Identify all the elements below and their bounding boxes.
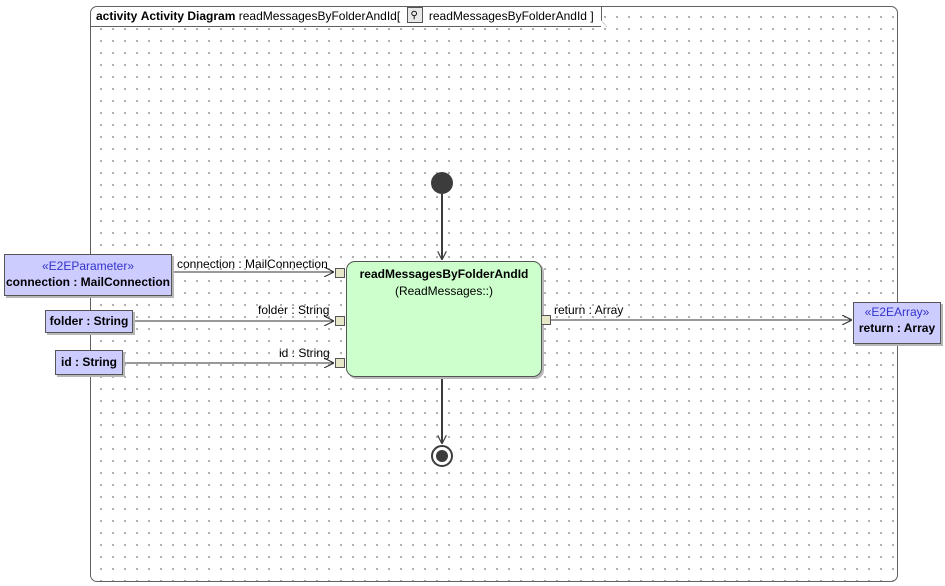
frame-element-name: readMessagesByFolderAndId bbox=[428, 9, 587, 23]
activity-final-node[interactable] bbox=[431, 445, 453, 467]
frame-type: Activity Diagram bbox=[140, 9, 236, 23]
stereotype-label: «E2EArray» bbox=[864, 305, 930, 319]
parameter-name: connection : MailConnection bbox=[6, 275, 170, 289]
frame-open-bracket: [ bbox=[396, 9, 401, 23]
frame-kind: activity bbox=[96, 9, 138, 23]
output-pin-return[interactable] bbox=[541, 315, 551, 325]
parameter-name: id : String bbox=[61, 355, 117, 369]
action-name: readMessagesByFolderAndId bbox=[359, 267, 529, 281]
frame-header: activity Activity Diagram readMessagesBy… bbox=[91, 7, 607, 27]
parameter-node-folder[interactable]: folder : String bbox=[45, 310, 133, 333]
frame-name: readMessagesByFolderAndId bbox=[238, 9, 397, 23]
flow-label-folder: folder : String bbox=[258, 303, 330, 317]
call-behavior-action[interactable]: readMessagesByFolderAndId (ReadMessages:… bbox=[346, 261, 542, 377]
stereotype-label: «E2EParameter» bbox=[41, 259, 135, 273]
input-pin-folder[interactable] bbox=[335, 316, 345, 326]
parameter-name: return : Array bbox=[858, 321, 936, 335]
action-behavior: (ReadMessages::) bbox=[394, 284, 494, 298]
input-pin-id[interactable] bbox=[335, 358, 345, 368]
frame-close-bracket: ] bbox=[590, 9, 594, 23]
activity-icon: ⚲ bbox=[406, 7, 423, 23]
flow-label-return: return : Array bbox=[554, 303, 624, 317]
parameter-name: folder : String bbox=[49, 314, 129, 328]
flow-label-connection: connection : MailConnection bbox=[177, 257, 328, 271]
initial-node[interactable] bbox=[431, 172, 453, 194]
input-pin-connection[interactable] bbox=[335, 268, 345, 278]
parameter-node-connection[interactable]: «E2EParameter» connection : MailConnecti… bbox=[4, 254, 172, 296]
parameter-node-return[interactable]: «E2EArray» return : Array bbox=[853, 302, 941, 344]
parameter-node-id[interactable]: id : String bbox=[55, 350, 123, 375]
flow-label-id: id : String bbox=[279, 346, 330, 360]
